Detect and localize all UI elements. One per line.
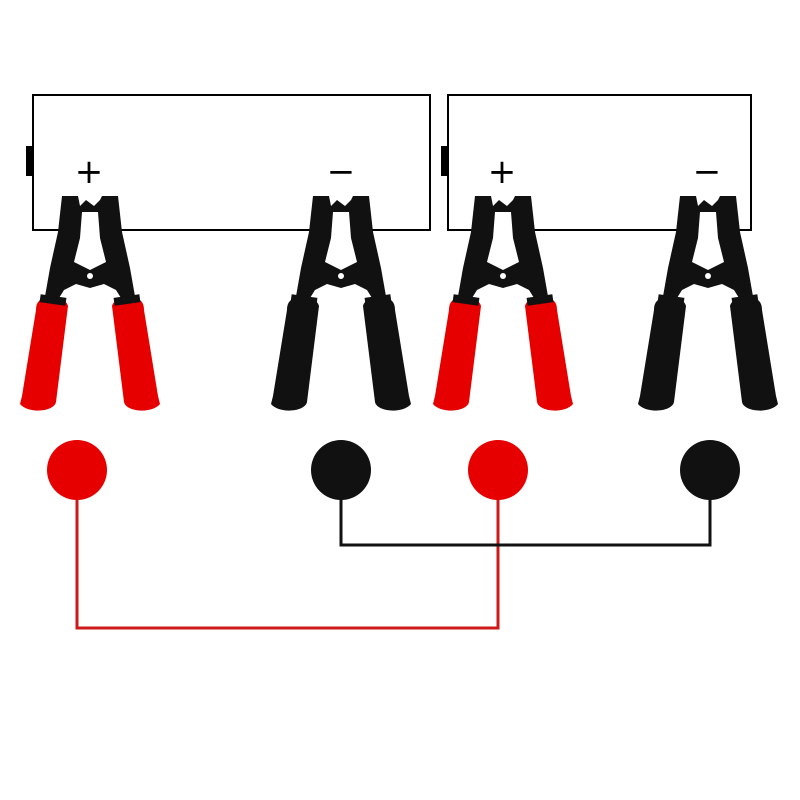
clamp-grip-right: [112, 296, 160, 411]
battery-2-negative-label: −: [693, 152, 722, 192]
clamp-grip-right: [730, 296, 778, 411]
clamp-collar-left: [657, 294, 685, 306]
terminal-positive-1: [47, 440, 107, 500]
clamps: [20, 196, 778, 411]
clamp-collar-left: [39, 294, 67, 306]
clamp-collar-right: [113, 294, 141, 306]
negative-wire: [339, 470, 712, 547]
positive-wire: [75, 470, 500, 630]
clamp-positive-3: [433, 196, 573, 411]
clamp-collar-right: [731, 294, 759, 306]
clamp-grip-left: [433, 296, 481, 411]
clamp-jaw-gap: [487, 212, 519, 270]
clamp-collar-left: [452, 294, 480, 306]
clamp-grip-left: [638, 296, 686, 411]
clamp-jaw-gap: [325, 212, 357, 270]
wires: [75, 470, 712, 630]
clamp-rivet: [500, 273, 506, 279]
clamp-grip-right: [525, 296, 573, 411]
clamp-positive-1: [20, 196, 160, 411]
clamp-rivet: [338, 273, 344, 279]
clamp-grip-right: [363, 296, 411, 411]
battery-1-negative-label: −: [327, 152, 356, 192]
clamp-collar-right: [364, 294, 392, 306]
clamp-jaw-gap: [692, 212, 724, 270]
terminals: [47, 440, 740, 500]
clamp-negative-4: [638, 196, 778, 411]
clamp-grip-left: [271, 296, 319, 411]
terminal-negative-1: [311, 440, 371, 500]
terminal-negative-3: [680, 440, 740, 500]
terminal-positive-2: [468, 440, 528, 500]
clamp-rivet: [705, 273, 711, 279]
clamp-rivet: [87, 273, 93, 279]
clamp-negative-2: [271, 196, 411, 411]
clamp-collar-left: [290, 294, 318, 306]
battery-1-nub: [26, 146, 33, 176]
clamp-jaw-gap: [74, 212, 106, 270]
battery-1-positive-label: +: [75, 152, 104, 192]
clamp-collar-right: [526, 294, 554, 306]
battery-2-positive-label: +: [488, 152, 517, 192]
battery-2-nub: [441, 146, 448, 176]
clamp-grip-left: [20, 296, 68, 411]
